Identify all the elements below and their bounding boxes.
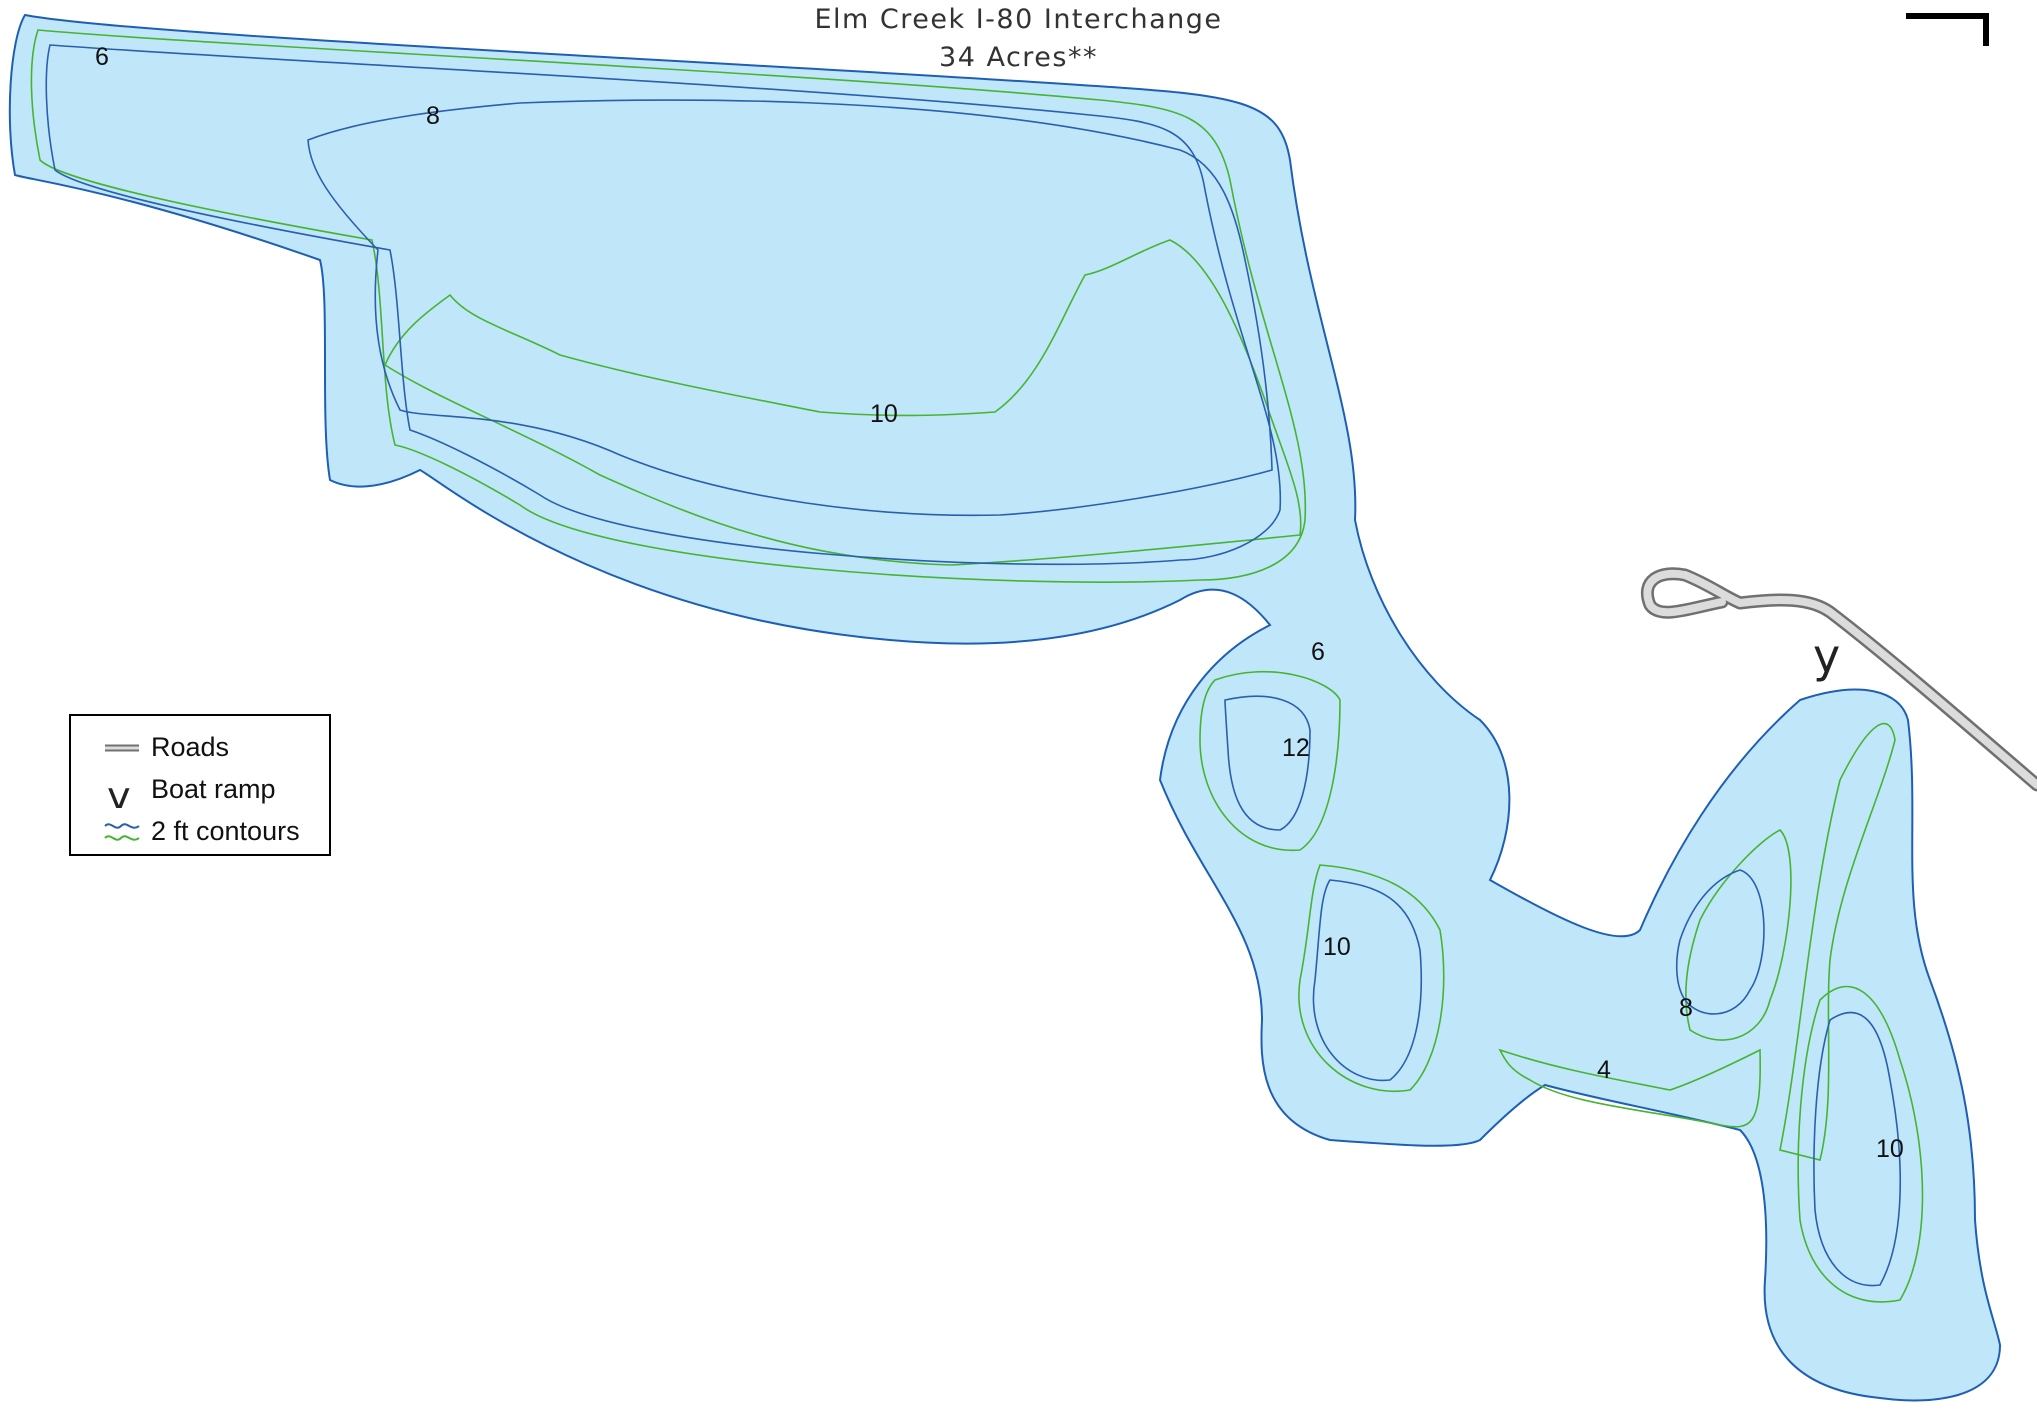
depth-label: 12 — [1282, 734, 1310, 762]
boat-ramp-icon: y — [107, 774, 131, 808]
depth-label: 8 — [426, 102, 440, 130]
depth-label: 10 — [870, 400, 898, 428]
depth-label: 10 — [1876, 1135, 1904, 1163]
road — [1641, 567, 2037, 792]
lake-water — [8, 13, 2002, 1402]
depth-label: 6 — [1311, 638, 1325, 666]
boat-ramp-icon: y — [1813, 629, 1840, 683]
legend-label: Roads — [151, 732, 230, 762]
depth-label: 10 — [1323, 933, 1351, 961]
contour-lines-icon — [104, 823, 140, 841]
blue-contours — [45, 44, 1901, 1287]
depth-label: 6 — [95, 43, 109, 71]
depth-label: 4 — [1597, 1056, 1611, 1084]
depth-label: 8 — [1679, 994, 1693, 1022]
legend-label: Boat ramp — [151, 774, 276, 804]
corner-marker-icon — [1906, 13, 1989, 46]
svg-text:y: y — [107, 774, 131, 808]
map-title: Elm Creek I-80 Interchange — [814, 4, 1223, 35]
legend-label: 2 ft contours — [151, 816, 300, 846]
map-subtitle-acres: 34 Acres** — [939, 42, 1098, 73]
map-legend: Roads y Boat ramp 2 ft contours — [69, 714, 331, 856]
road-line-icon — [105, 744, 139, 752]
